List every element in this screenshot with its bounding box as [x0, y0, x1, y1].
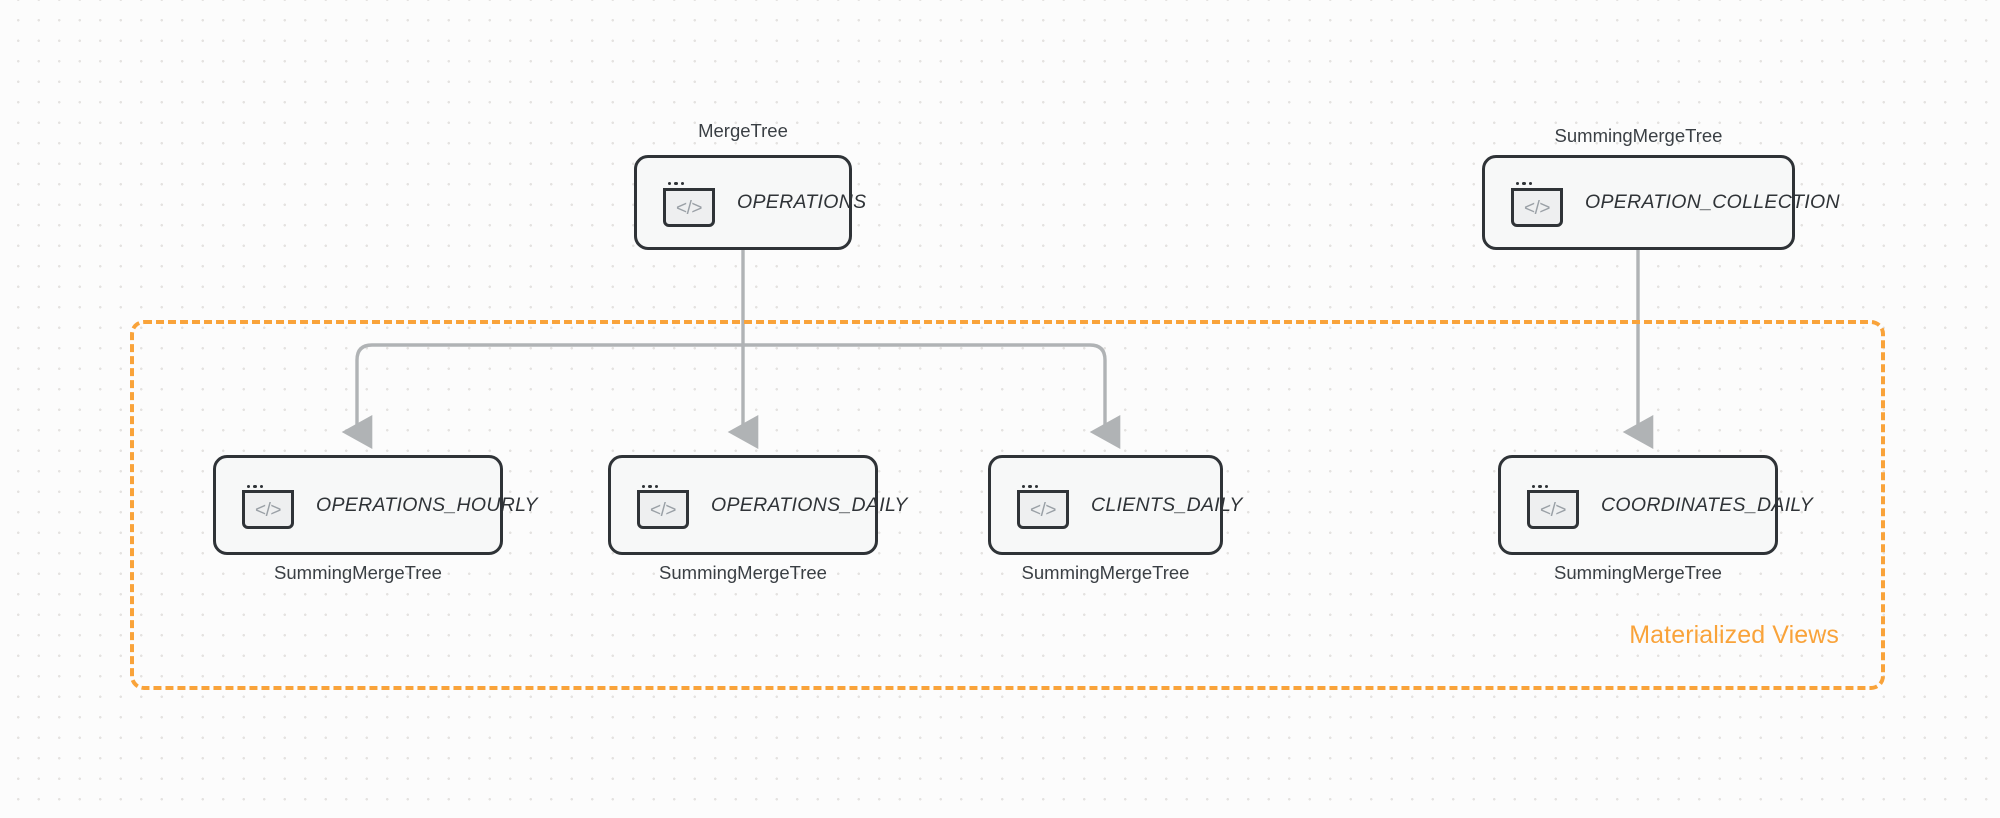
node-clients-daily[interactable]: </> CLIENTS_DAILY	[988, 455, 1242, 555]
materialized-views-label: Materialized Views	[1629, 621, 1839, 649]
node-label-clients-daily: CLIENTS_DAILY	[1091, 493, 1243, 516]
table-code-icon: </>	[663, 178, 715, 227]
engine-label-operations-hourly: SummingMergeTree	[274, 562, 442, 583]
engine-label-clients-daily: SummingMergeTree	[1021, 562, 1190, 583]
table-code-icon: </>	[1527, 481, 1579, 529]
table-code-icon: </>	[1017, 481, 1069, 529]
node-operations[interactable]: </> OPERATIONS	[634, 155, 866, 250]
node-label-operation-collection: OPERATION_COLLECTION	[1585, 191, 1840, 213]
engine-label-operations-daily: SummingMergeTree	[659, 562, 827, 583]
engine-label-operation-collection: SummingMergeTree	[1554, 125, 1723, 146]
table-code-icon: </>	[1511, 178, 1563, 227]
node-coordinates-daily[interactable]: </> COORDINATES_DAILY	[1498, 455, 1813, 555]
node-label-operations-hourly: OPERATIONS_HOURLY	[316, 493, 538, 516]
node-label-coordinates-daily: COORDINATES_DAILY	[1601, 493, 1814, 516]
node-label-operations: OPERATIONS	[737, 191, 867, 213]
materialized-views-group: Materialized Views	[130, 320, 1885, 690]
table-code-icon: </>	[242, 481, 294, 529]
engine-label-coordinates-daily: SummingMergeTree	[1554, 562, 1722, 583]
node-label-operations-daily: OPERATIONS_DAILY	[711, 493, 908, 516]
node-operations-daily[interactable]: </> OPERATIONS_DAILY	[608, 455, 907, 555]
engine-label-operations: MergeTree	[698, 120, 788, 141]
table-code-icon: </>	[637, 481, 689, 529]
node-operation-collection[interactable]: </> OPERATION_COLLECTION	[1482, 155, 1840, 250]
node-operations-hourly[interactable]: </> OPERATIONS_HOURLY	[213, 455, 538, 555]
